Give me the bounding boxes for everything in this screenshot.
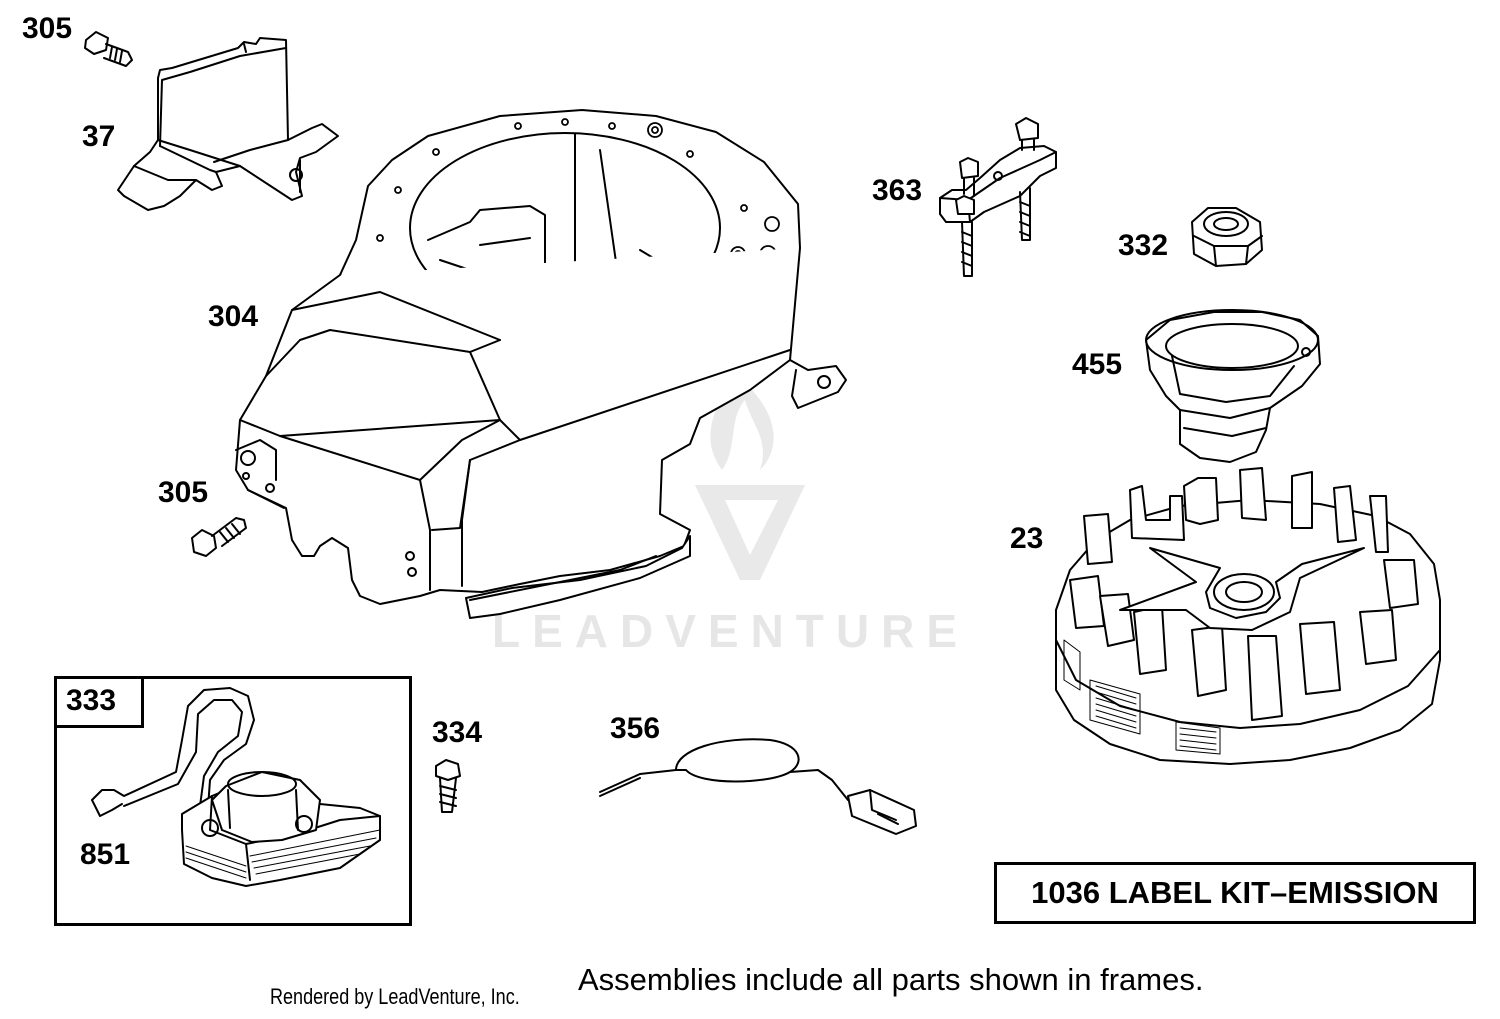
assembly-frame-tag <box>54 676 144 728</box>
part-label-334: 334 <box>432 716 483 749</box>
part-label-332: 332 <box>1118 229 1169 262</box>
air-guide-37 <box>117 37 339 211</box>
part-label-305-mid: 305 <box>158 476 209 509</box>
part-label-363: 363 <box>872 174 923 207</box>
part-label-304: 304 <box>208 300 259 333</box>
wire-356 <box>599 738 917 835</box>
render-credit: Rendered by LeadVenture, Inc. <box>270 984 520 1009</box>
nut-332 <box>1191 207 1263 267</box>
part-label-23: 23 <box>1010 522 1044 555</box>
bolt-305-mid <box>191 517 247 557</box>
bolt-334 <box>435 759 461 813</box>
watermark-text: LEADVENTURE <box>492 605 970 657</box>
label-kit-box: 1036 LABEL KIT–EMISSION <box>994 862 1476 924</box>
part-label-305-top: 305 <box>22 12 73 45</box>
part-label-356: 356 <box>610 712 661 745</box>
part-label-37: 37 <box>82 120 116 153</box>
bolt-305-top <box>84 31 133 67</box>
assembly-note: Assemblies include all parts shown in fr… <box>578 962 1204 997</box>
part-label-455: 455 <box>1072 348 1123 381</box>
blower-housing-304 <box>235 109 847 619</box>
part-label-333: 333 <box>66 684 117 717</box>
assembly-frame <box>54 676 412 926</box>
cup-455 <box>1145 309 1321 463</box>
armature-333 <box>91 687 381 887</box>
bracket-363 <box>939 117 1057 277</box>
part-label-851: 851 <box>80 838 131 871</box>
flywheel-23 <box>1055 467 1441 765</box>
